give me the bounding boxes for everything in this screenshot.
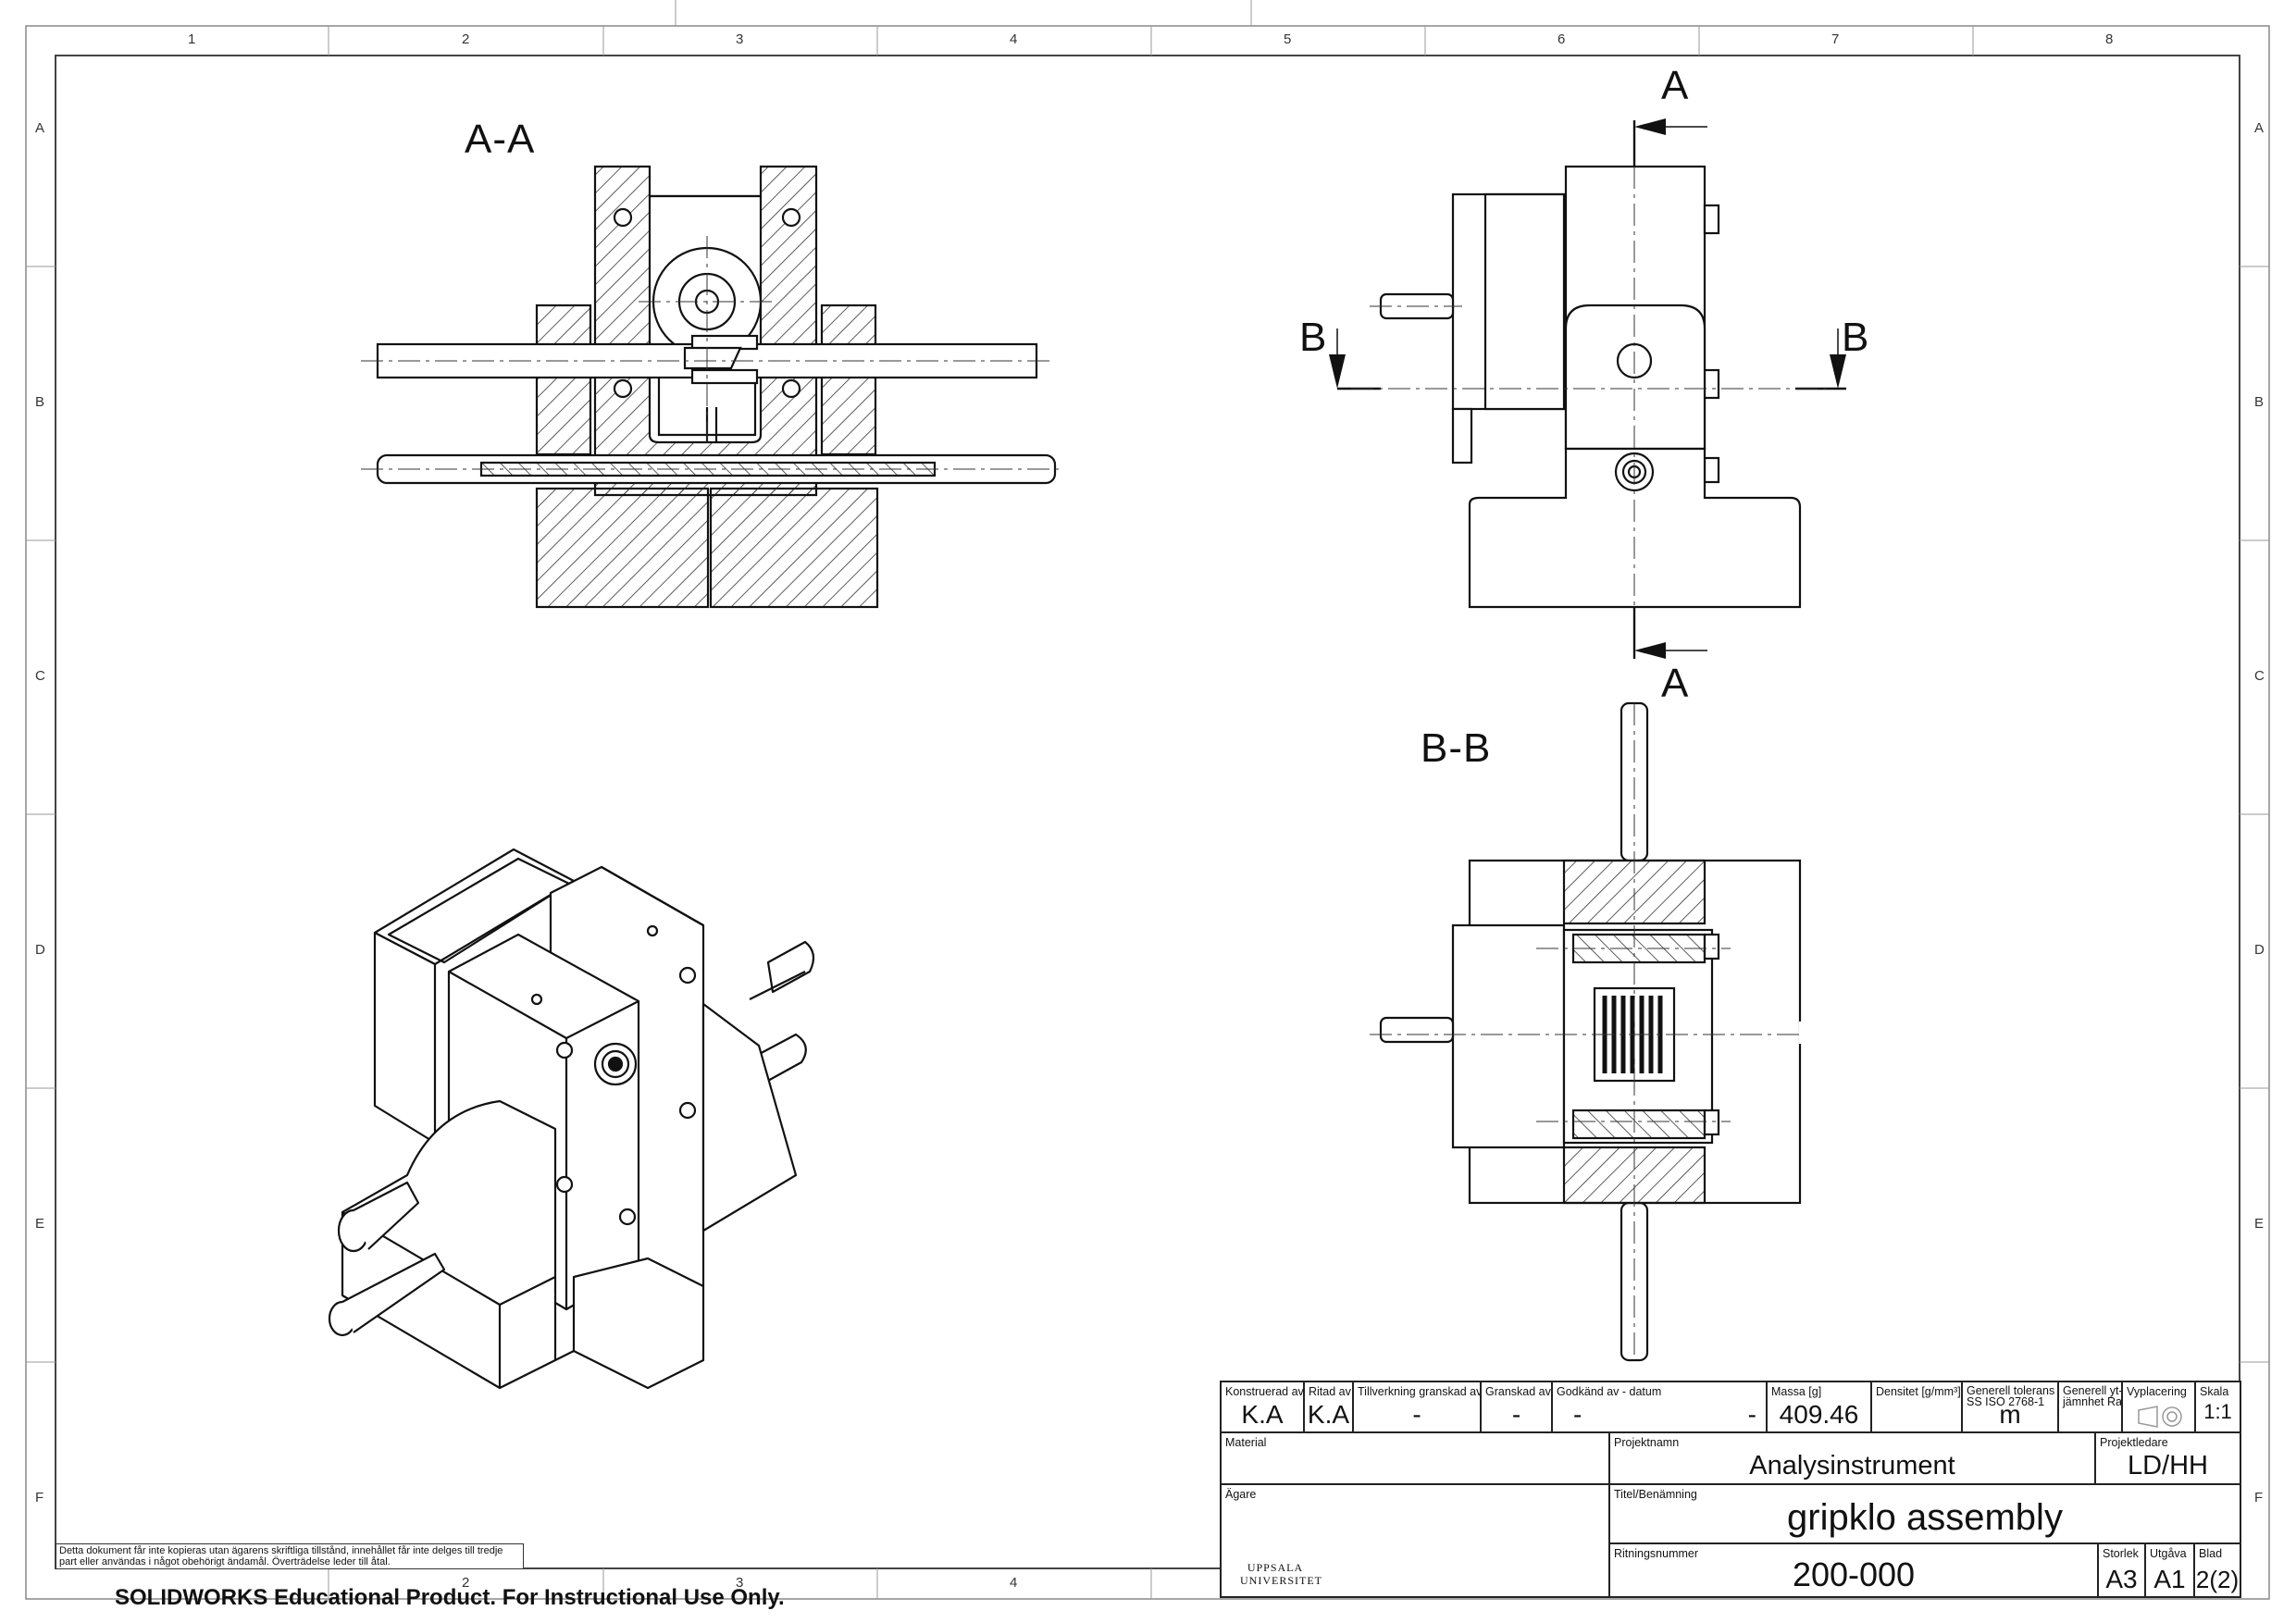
zone-row-d: D (35, 942, 45, 958)
zone-row-e: E (35, 1216, 45, 1232)
zone-row-d-right: D (2254, 942, 2265, 958)
tb-granskad: Granskad av - (1480, 1381, 1553, 1433)
section-view-aa (376, 165, 1057, 609)
zone-col-1: 1 (188, 31, 196, 47)
tb-skala: Skala 1:1 (2194, 1381, 2241, 1433)
zone-col-2-bottom: 2 (462, 1575, 470, 1591)
zone-row-b: B (35, 394, 45, 410)
isometric-view (328, 848, 815, 1390)
outer-border (25, 25, 2270, 1600)
tb-projektnamn: Projektnamn Analysinstrument (1608, 1431, 2096, 1485)
zone-row-c: C (35, 668, 45, 684)
tb-titel: Titel/Benämning gripklo assembly (1608, 1483, 2241, 1544)
tb-massa: Massa [g] 409.46 (1766, 1381, 1872, 1433)
projection-symbol-icon (2138, 1406, 2182, 1428)
cut-a-bottom-label: A (1661, 661, 1690, 706)
zone-row-e-right: E (2254, 1216, 2265, 1232)
cut-a-top-label: A (1661, 63, 1690, 108)
zone-col-5: 5 (1284, 31, 1292, 47)
tb-konstruerad: Konstruerad av K.A (1220, 1381, 1305, 1433)
zone-ticks (26, 0, 2269, 1599)
base-block-left (535, 487, 710, 609)
tb-projektledare: Projektledare LD/HH (2094, 1431, 2241, 1485)
zone-row-a-right: A (2254, 120, 2265, 136)
zone-col-3-bottom: 3 (736, 1575, 744, 1591)
inner-border (55, 55, 2240, 1569)
zone-col-3: 3 (736, 31, 744, 47)
tb-vyplacering: Vyplacering (2121, 1381, 2196, 1433)
base-block-right (709, 487, 879, 609)
tb-material: Material (1220, 1431, 1610, 1485)
tb-utgava: Utgåva A1 (2144, 1542, 2195, 1598)
zone-col-2: 2 (462, 31, 470, 47)
zone-col-8: 8 (2105, 31, 2114, 47)
zone-col-6: 6 (1558, 31, 1566, 47)
centerlines-aa (361, 236, 1064, 470)
tb-ritningsnummer: Ritningsnummer 200-000 (1608, 1542, 2099, 1598)
tb-ritad: Ritad av K.A (1303, 1381, 1354, 1433)
zone-col-4-bottom: 4 (1010, 1575, 1018, 1591)
zone-row-c-right: C (2254, 668, 2265, 684)
zone-row-a: A (35, 120, 45, 136)
section-bb-label: B-B (1421, 725, 1492, 771)
tb-blad: Blad 2(2) (2193, 1542, 2241, 1598)
zone-row-f: F (35, 1490, 44, 1505)
solidworks-watermark: SOLIDWORKS Educational Product. For Inst… (115, 1585, 785, 1610)
cut-b-left-label: B (1299, 315, 1328, 360)
tb-godkand: Godkänd av - datum - - (1551, 1381, 1768, 1433)
tb-densitet: Densitet [g/mm³] (1870, 1381, 1963, 1433)
zone-row-b-right: B (2254, 394, 2265, 410)
zone-col-4: 4 (1010, 31, 1018, 47)
tb-ytjamnhet: Generell yt-jämnhet Ra (2057, 1381, 2123, 1433)
section-aa-label: A-A (465, 117, 536, 162)
side-view (1379, 165, 1802, 609)
tb-tillverkning: Tillverkning granskad av - (1352, 1381, 1482, 1433)
zone-row-f-right: F (2254, 1490, 2264, 1505)
section-view-bb (1379, 701, 1820, 1362)
copyright-disclaimer: Detta dokument får inte kopieras utan äg… (56, 1543, 524, 1569)
cut-arrows (1329, 118, 1846, 659)
cut-b-right-label: B (1842, 315, 1870, 360)
zone-col-7: 7 (1831, 31, 1840, 47)
tb-tolerans: Generell tolerans SS ISO 2768-1 m (1961, 1381, 2059, 1433)
tb-storlek: Storlek A3 (2097, 1542, 2146, 1598)
